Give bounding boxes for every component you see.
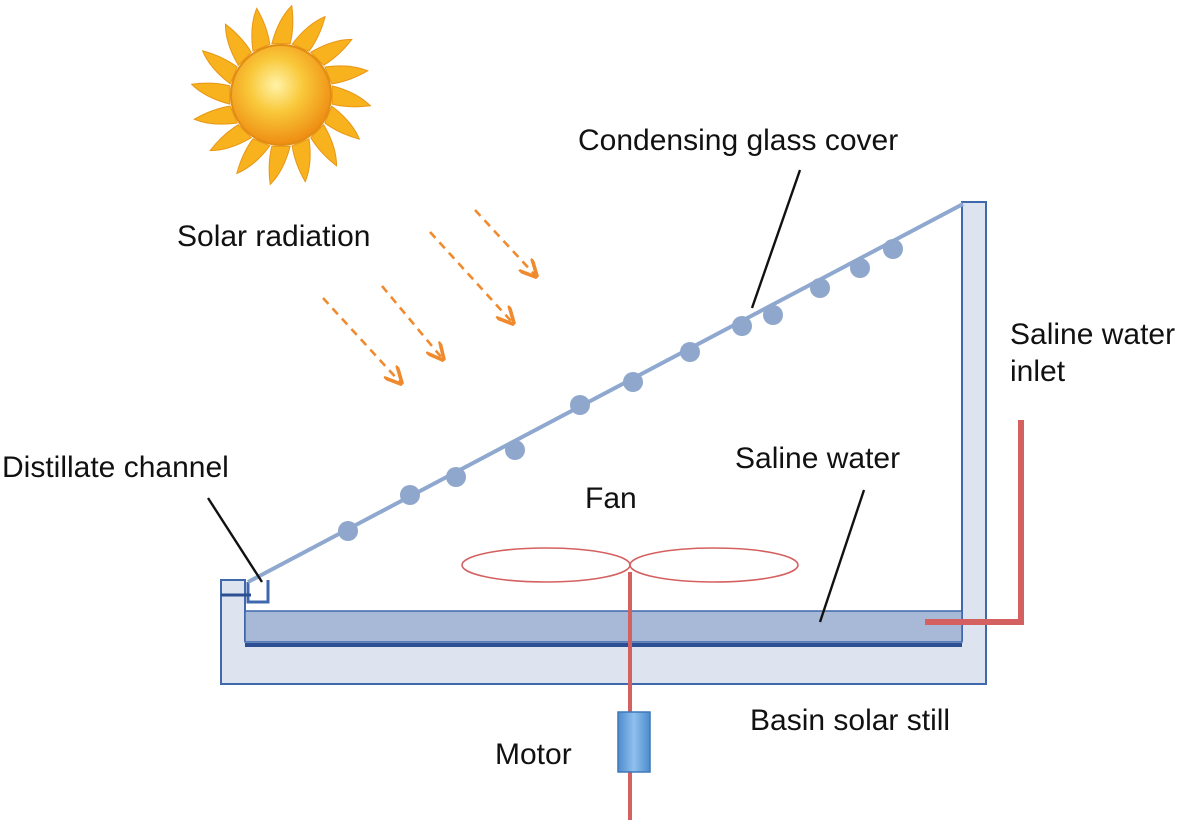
leader-distillate-channel xyxy=(206,497,264,583)
radiation-arrow-icon xyxy=(322,297,400,382)
sun-ray xyxy=(209,124,253,152)
fan-blade-left xyxy=(461,547,631,583)
droplet-icon xyxy=(680,342,700,362)
sun-core xyxy=(230,44,332,146)
sun-ray xyxy=(310,123,338,167)
label-basin-solar-still: Basin solar still xyxy=(750,704,951,737)
droplet-icon xyxy=(623,372,643,392)
droplet-icon xyxy=(810,278,830,298)
basin-frame xyxy=(220,201,987,685)
droplet-icon xyxy=(505,440,525,460)
sun-ray xyxy=(193,105,238,125)
sun-icon xyxy=(190,4,372,186)
fan-blade-right xyxy=(629,547,799,583)
saline-water-body xyxy=(244,610,963,643)
label-motor: Motor xyxy=(495,738,572,771)
sun-ray xyxy=(201,50,238,85)
leader-lines xyxy=(206,169,866,623)
sun-ray xyxy=(291,15,326,52)
condensate-droplets xyxy=(338,239,903,541)
motor-icon xyxy=(617,711,651,773)
label-distillate-channel: Distillate channel xyxy=(2,451,229,484)
sun-ray xyxy=(324,65,369,85)
radiation-arrow-icon xyxy=(381,285,442,358)
condensing-glass-cover xyxy=(247,202,964,584)
label-saline-water: Saline water xyxy=(735,442,901,475)
sun-ray xyxy=(271,4,294,45)
droplet-icon xyxy=(850,258,870,278)
label-saline-water-inlet: Saline water inlet xyxy=(1010,317,1175,390)
droplet-icon xyxy=(570,395,590,415)
droplet-icon xyxy=(883,239,903,259)
droplet-icon xyxy=(338,521,358,541)
label-fan: Fan xyxy=(585,482,637,515)
solar-radiation-arrows xyxy=(322,209,535,382)
sun-ray xyxy=(236,138,271,175)
fan-icon xyxy=(461,547,799,583)
sun-ray xyxy=(224,23,252,67)
droplet-icon xyxy=(763,305,783,325)
sun-ray xyxy=(291,138,311,183)
sun-ray xyxy=(190,82,231,105)
sun-ray xyxy=(324,105,361,140)
radiation-arrow-icon xyxy=(429,231,512,322)
sun-ray xyxy=(251,7,271,52)
radiation-arrow-icon xyxy=(474,209,535,275)
sun-ray xyxy=(331,85,372,108)
label-condensing-glass-cover: Condensing glass cover xyxy=(578,124,899,157)
saline-inlet-pipe xyxy=(925,420,1024,625)
leader-glass-cover xyxy=(750,169,802,309)
droplet-icon xyxy=(400,485,420,505)
sun-ray xyxy=(268,145,291,186)
sun-ray xyxy=(309,38,353,66)
label-saline-water-inlet-line2: inlet xyxy=(1010,354,1066,388)
leader-saline-water xyxy=(818,489,866,623)
label-solar-radiation: Solar radiation xyxy=(177,220,371,253)
label-saline-water-inlet-line1: Saline water xyxy=(1010,318,1176,351)
droplet-icon xyxy=(732,316,752,336)
droplet-icon xyxy=(446,467,466,487)
distillate-channel-trough xyxy=(246,580,270,604)
